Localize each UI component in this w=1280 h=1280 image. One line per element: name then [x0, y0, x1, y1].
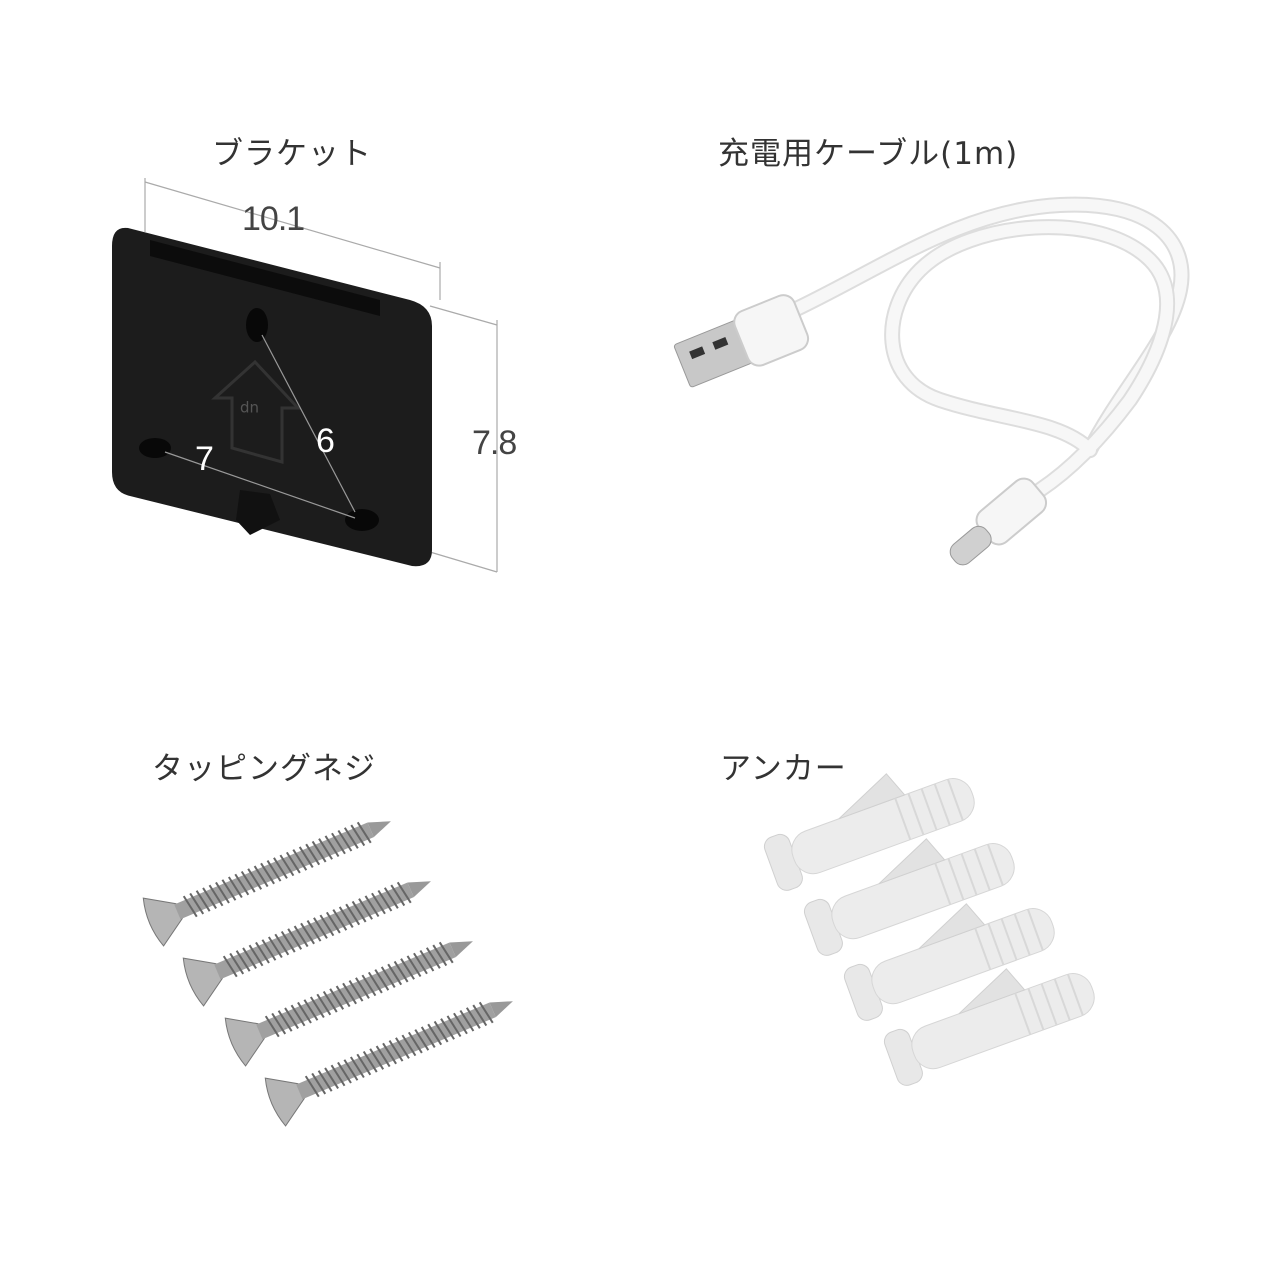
anchors-image [763, 773, 1095, 1086]
bracket-width-dimension: 10.1 [242, 200, 305, 238]
anchor [763, 773, 975, 891]
up-arrow-text: up [240, 400, 260, 418]
bracket-image [112, 227, 432, 567]
hole-spacing-diagonal: 6 [316, 422, 335, 460]
cable-image [673, 196, 1190, 566]
screw [142, 821, 391, 947]
bracket-label: ブラケット [212, 136, 372, 172]
screws-label: タッピングネジ [152, 751, 376, 787]
anchor [803, 838, 1015, 956]
anchors-label: アンカー [720, 751, 847, 787]
dimension-lines [144, 178, 498, 573]
hole-spacing-horizontal: 7 [195, 440, 214, 478]
screw [264, 1001, 513, 1127]
screw [224, 941, 473, 1067]
bracket-height-dimension: 7.8 [472, 424, 517, 462]
anchor [883, 968, 1095, 1086]
cable-label: 充電用ケーブル(1m) [718, 136, 1019, 172]
anchor [843, 903, 1055, 1021]
screw [182, 881, 431, 1007]
screws-image [142, 821, 513, 1127]
